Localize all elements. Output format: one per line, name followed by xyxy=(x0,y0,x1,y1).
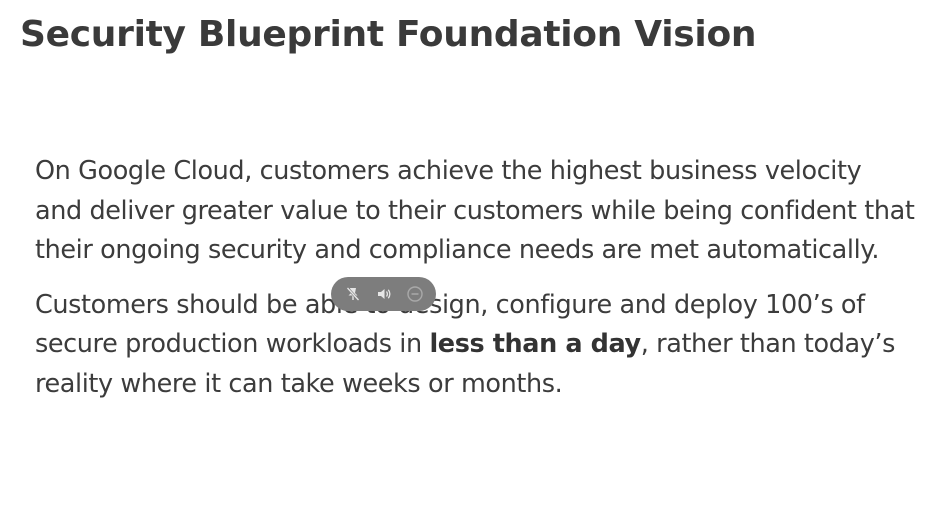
close-media-button[interactable] xyxy=(403,282,427,306)
goal-text-end: , rather than today’s reality where it c… xyxy=(35,329,896,399)
goal-text-start: Customers should be able to design, conf… xyxy=(35,289,865,360)
media-controls-overlay xyxy=(331,277,436,311)
unpin-icon xyxy=(345,286,361,302)
goal-emphasis: less than a day xyxy=(429,329,641,359)
unpin-button[interactable] xyxy=(341,282,365,306)
close-circle-icon xyxy=(406,285,424,303)
paragraph-vision: On Google Cloud, customers achieve the h… xyxy=(35,156,915,265)
page-title: Security Blueprint Foundation Vision xyxy=(20,14,757,55)
paragraph-goal: Customers should be able to design, conf… xyxy=(35,286,915,405)
volume-button[interactable] xyxy=(372,282,396,306)
volume-icon xyxy=(376,286,392,302)
slide-body: On Google Cloud, customers achieve the h… xyxy=(35,152,915,404)
